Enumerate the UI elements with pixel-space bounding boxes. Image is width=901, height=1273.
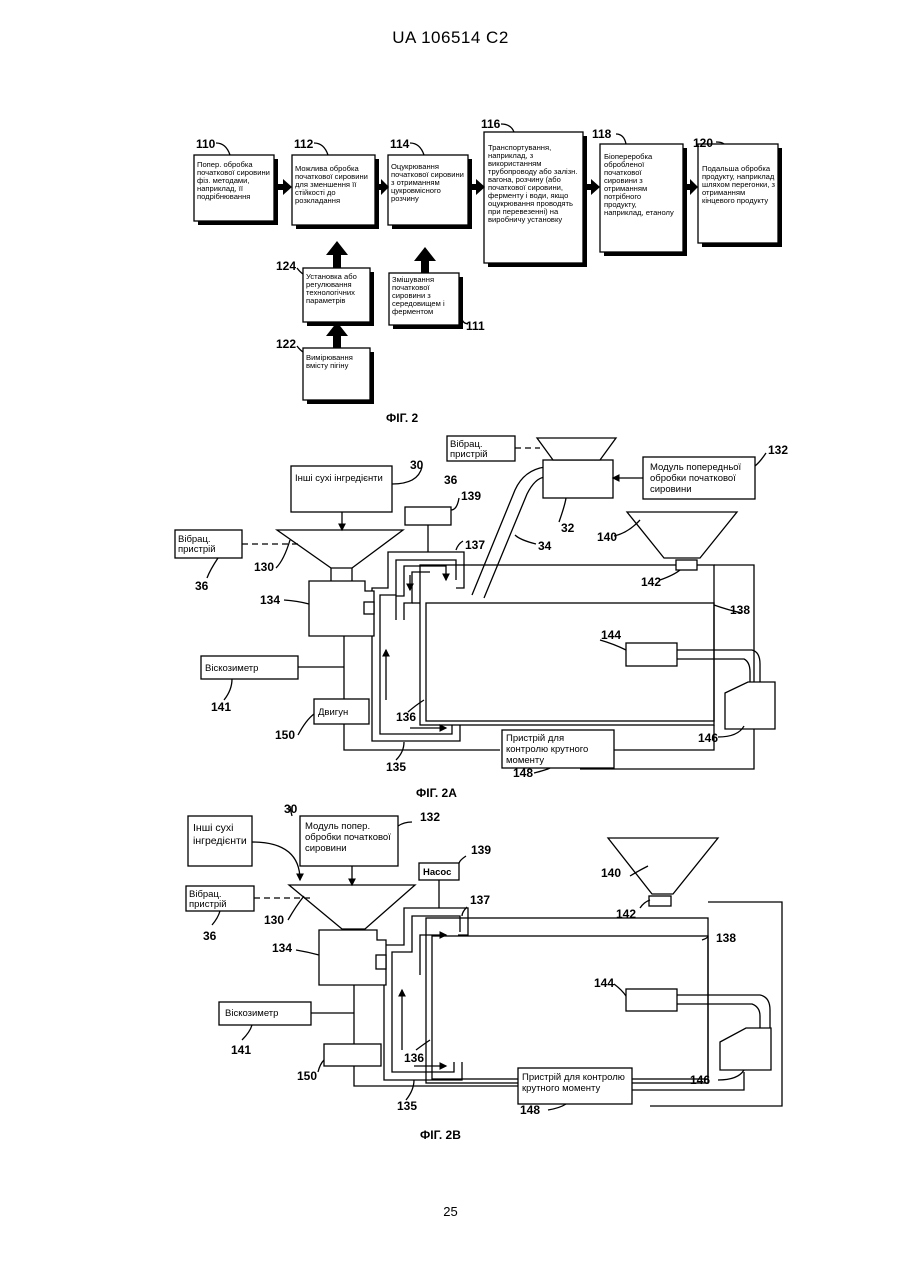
text-120: Подальша обробка продукту, наприклад шля… <box>702 164 777 205</box>
label-118: 118 <box>592 127 612 141</box>
fig2a-num-136: 136 <box>396 710 416 724</box>
fig2a-num-36a: 36 <box>444 473 458 487</box>
label-110: 110 <box>196 137 216 151</box>
fig2b-num-148: 148 <box>520 1103 540 1117</box>
fig2b-vibr-text: Вібрац. пристрій <box>189 889 227 910</box>
fig2b-num-140: 140 <box>601 866 621 880</box>
fig2a-module-text: Модуль попередньої обробки початкової си… <box>650 462 744 495</box>
label-112: 112 <box>294 137 314 151</box>
fig2a-num-132: 132 <box>768 443 788 457</box>
label-111: 111 <box>466 319 485 333</box>
fig2a-num-150: 150 <box>275 728 295 742</box>
fig2a-num-134: 134 <box>260 593 280 607</box>
fig2a-num-137: 137 <box>465 538 485 552</box>
fig2b-num-150: 150 <box>297 1069 317 1083</box>
fig2b-num-135: 135 <box>397 1099 417 1113</box>
fig2a-num-135: 135 <box>386 760 406 774</box>
fig2a-num-142: 142 <box>641 575 661 589</box>
fig2a-num-146: 146 <box>698 731 718 745</box>
fig2b-pump-text: Насос <box>423 867 451 878</box>
fig2a-num-34: 34 <box>538 539 552 553</box>
fig2b-torque-text: Пристрій для контролю крутного моменту <box>522 1072 628 1094</box>
label-120: 120 <box>693 136 713 150</box>
text-124: Установка або регулювання технологічних … <box>306 272 359 305</box>
fig2b-num-138: 138 <box>716 931 736 945</box>
fig2a-motor-text: Двигун <box>318 707 348 718</box>
label-116: 116 <box>481 117 501 131</box>
fig2b-num-136: 136 <box>404 1051 424 1065</box>
label-122: 122 <box>276 337 296 351</box>
fig2b-num-141: 141 <box>231 1043 251 1057</box>
fig2a-dry-text: Інші сухі інгредієнти <box>295 473 383 484</box>
fig2a-visc-text: Віскозиметр <box>205 663 258 674</box>
fig2a-num-144: 144 <box>601 628 621 642</box>
fig2b-num-142: 142 <box>616 907 636 921</box>
fig2b-dry-text: Інші сухі інгредієнти <box>193 822 247 847</box>
fig2a-num-130: 130 <box>254 560 274 574</box>
text-118: Біопереробка обробленої початкової сиров… <box>604 152 674 217</box>
fig2b-num-36: 36 <box>203 929 217 943</box>
fig2a-num-140: 140 <box>597 530 617 544</box>
fig2b-visc-text: Віскозиметр <box>225 1008 278 1019</box>
text-112: Можлива обробка початкової сировини для … <box>295 164 370 205</box>
label-114: 114 <box>390 137 410 151</box>
fig2-caption: ФІГ. 2 <box>386 411 419 425</box>
fig2b-num-132: 132 <box>420 810 440 824</box>
fig2b-num-144: 144 <box>594 976 614 990</box>
page-number: 25 <box>0 1204 901 1219</box>
fig2a-num-148: 148 <box>513 766 533 780</box>
fig2a-vibr-top-text: Вібрац. пристрій <box>450 439 488 460</box>
fig2b-caption: ФІГ. 2В <box>420 1128 461 1142</box>
fig2a-num-30: 30 <box>410 458 424 472</box>
fig2a-num-141: 141 <box>211 700 231 714</box>
fig2a-torque-text: Пристрій для контролю крутного моменту <box>506 733 591 766</box>
fig2b-module-text: Модуль попер. обробки початкової сировин… <box>305 821 393 854</box>
fig2a-num-139: 139 <box>461 489 481 503</box>
fig2b-num-137: 137 <box>470 893 490 907</box>
fig2a-num-36b: 36 <box>195 579 209 593</box>
text-111: Змішування початкової сировини з середов… <box>392 275 447 316</box>
fig2b-num-30: 30 <box>284 802 298 816</box>
fig2b-num-134: 134 <box>272 941 292 955</box>
fig2a-caption: ФІГ. 2А <box>416 786 457 800</box>
fig2b-num-130: 130 <box>264 913 284 927</box>
fig2a-vibr-left-text: Вібрац. пристрій <box>178 534 216 555</box>
text-116: Транспортування, наприклад, з використан… <box>488 143 580 224</box>
fig2a-num-32: 32 <box>561 521 575 535</box>
fig2b-num-139: 139 <box>471 843 491 857</box>
fig2a-num-138: 138 <box>730 603 750 617</box>
fig2b-num-146: 146 <box>690 1073 710 1087</box>
text-114: Оцукрювання початкової сировини з отрима… <box>391 162 466 203</box>
text-110: Попер. обробка початкової сировини фіз. … <box>197 160 272 201</box>
text-122: Вимірювання вмісту пігіну <box>306 353 355 370</box>
label-124: 124 <box>276 259 296 273</box>
